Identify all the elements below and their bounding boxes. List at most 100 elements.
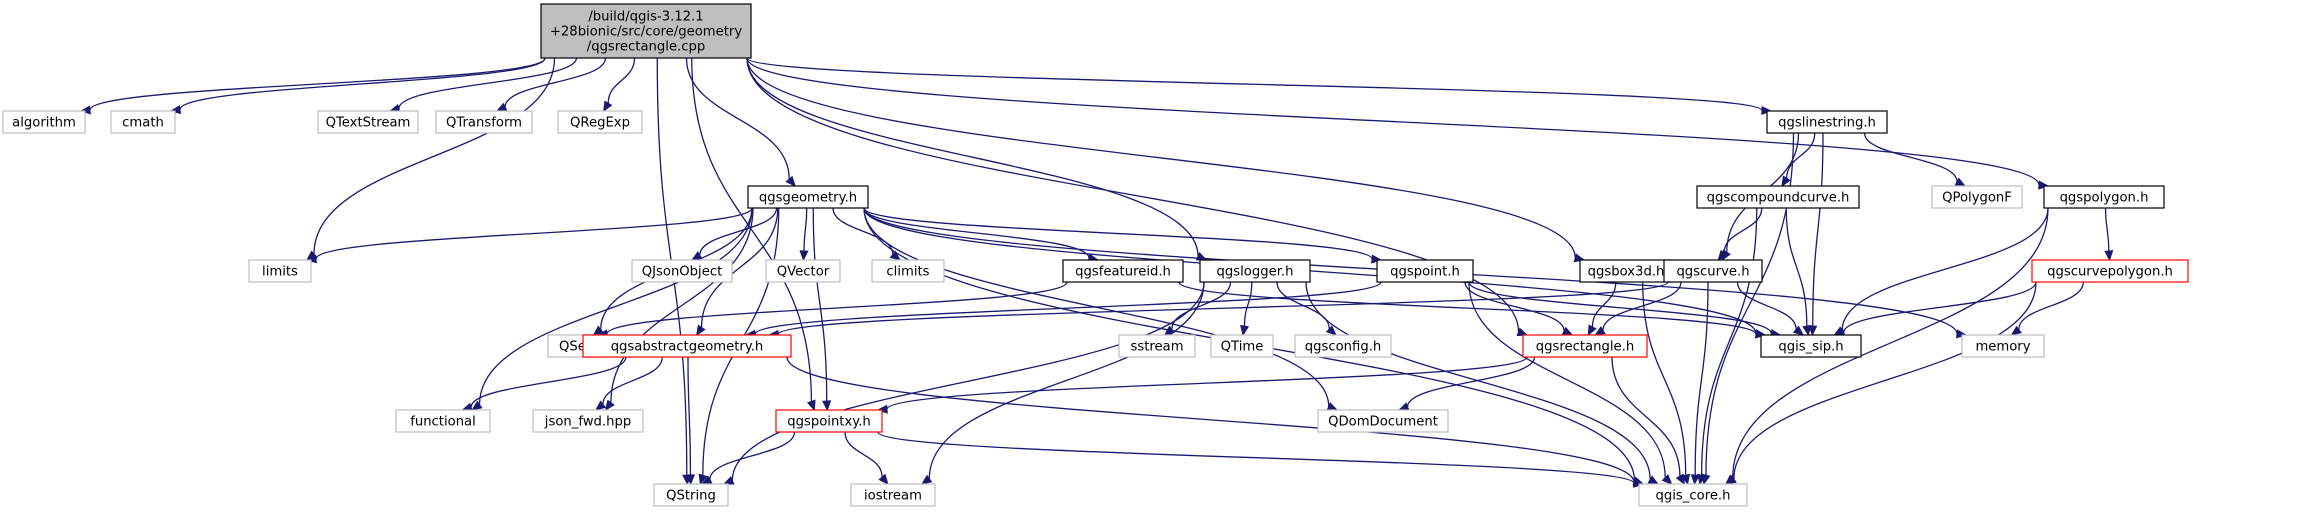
edge-line	[1700, 207, 1758, 476]
edge-qgspoint-to-qgsabstractgeometry	[744, 281, 1382, 339]
node-qgsrectangle[interactable]: qgsrectangle.h	[1522, 334, 1648, 358]
edge-arrowhead	[592, 325, 604, 336]
node-qgsfeatureid[interactable]: qgsfeatureid.h	[1062, 259, 1184, 283]
node-limits: limits	[248, 259, 312, 283]
edge-qgscurve-to-qgsabstractgeometry	[767, 281, 1669, 339]
node-qgscompoundcurve[interactable]: qgscompoundcurve.h	[1696, 185, 1860, 209]
node-box	[1961, 334, 2045, 358]
edge-qgslinestring-to-qgscompoundcurve	[1781, 132, 1816, 188]
nodes-layer: /build/qgis-3.12.1+28bionic/src/core/geo…	[2, 3, 2189, 507]
edge-qgscurve-to-qgsrectangle	[1594, 281, 1682, 336]
node-qgslinestring[interactable]: qgslinestring.h	[1766, 110, 1888, 134]
node-box	[532, 409, 644, 433]
edge-qgspoint-to-qgis_core	[1468, 281, 1673, 485]
edge-qgsgeometry-to-qgsabstractgeometry	[695, 207, 779, 337]
node-label: limits	[262, 265, 298, 280]
node-qgspoint[interactable]: qgspoint.h	[1376, 259, 1474, 283]
edge-line	[607, 57, 636, 104]
node-label: qgis_sip.h	[1778, 340, 1843, 355]
edge-arrowhead	[1808, 325, 1818, 337]
edge-arrowhead	[698, 473, 708, 486]
edge-qgspoint-to-qgis_sip	[1468, 281, 1782, 338]
node-qgsbox3d[interactable]: qgsbox3d.h	[1579, 259, 1673, 283]
node-label: qgspointxy.h	[787, 415, 871, 430]
edge-qgscurvepolygon-to-memory	[2010, 281, 2084, 336]
edge-qgsgeometry-to-climits	[832, 207, 902, 261]
edge-qgsabstractgeometry-to-qgis_core	[786, 356, 1645, 488]
node-label: qgsgeometry.h	[759, 191, 857, 206]
node-qgspolygon[interactable]: qgspolygon.h	[2043, 185, 2165, 209]
edge-qgslogger-to-qgis_core	[1305, 281, 1660, 485]
node-box	[1317, 409, 1449, 433]
edge-qgsgeometry-to-qgspointxy	[812, 207, 832, 412]
node-label: algorithm	[12, 116, 76, 131]
node-functional: functional	[395, 409, 491, 433]
edge-line	[398, 57, 578, 109]
node-qgscurvepolygon[interactable]: qgscurvepolygon.h	[2031, 259, 2189, 283]
edge-qgsgeometry-to-QVector	[799, 207, 809, 262]
edge-root-to-qgsgeometry	[685, 57, 796, 187]
edge-qgscompoundcurve-to-qgscurve	[1717, 207, 1763, 261]
node-label: QPolygonF	[1942, 191, 2012, 206]
node-qgslogger[interactable]: qgslogger.h	[1199, 259, 1311, 283]
node-qgsabstractgeometry[interactable]: qgsabstractgeometry.h	[582, 334, 792, 358]
edge-qgspointxy-to-QString	[700, 431, 796, 485]
edge-root-to-qgslogger	[746, 57, 1208, 261]
edge-qgsabstractgeometry-to-json_fwd	[594, 356, 663, 411]
edge-qgsgeometry-to-qgsfeatureid	[863, 207, 1100, 263]
node-label: cmath	[122, 116, 164, 131]
edge-qgsgeometry-to-functional	[471, 207, 753, 411]
node-label: +28bionic/src/core/geometry	[550, 25, 742, 40]
edges-layer	[79, 57, 2114, 488]
edge-line	[1406, 356, 1536, 407]
node-box	[1663, 259, 1763, 283]
edge-root-to-qgspointxy	[691, 57, 816, 412]
node-box	[1931, 185, 2023, 209]
edge-arrowhead	[305, 254, 317, 264]
node-box	[1766, 110, 1888, 134]
edge-qgsbox3d-to-qgsrectangle	[1587, 281, 1617, 337]
node-json_fwd: json_fwd.hpp	[532, 409, 644, 433]
edge-arrowhead	[1371, 254, 1383, 264]
edge-arrowhead	[1755, 329, 1767, 339]
edge-line	[1243, 281, 1253, 327]
node-qgscurve[interactable]: qgscurve.h	[1663, 259, 1763, 283]
edge-line	[746, 57, 2040, 186]
edge-line	[1602, 281, 1682, 331]
node-label: /qgsrectangle.cpp	[587, 40, 706, 55]
edge-arrowhead	[1792, 325, 1805, 336]
node-qgspointxy[interactable]: qgspointxy.h	[775, 409, 883, 433]
node-qgis_sip[interactable]: qgis_sip.h	[1760, 334, 1862, 358]
node-QVector: QVector	[765, 259, 841, 283]
node-box	[2, 110, 86, 134]
node-box	[2031, 259, 2189, 283]
node-label: /build/qgis-3.12.1	[588, 10, 703, 25]
edge-arrowhead	[785, 175, 796, 187]
edge-line	[777, 281, 1669, 336]
node-qgsconfig: qgsconfig.h	[1294, 334, 1392, 358]
node-root[interactable]: /build/qgis-3.12.1+28bionic/src/core/geo…	[540, 3, 752, 59]
edge-qgslinestring-to-qgis_sip	[1808, 132, 1824, 337]
edge-qgspointxy-to-qgis_core	[877, 431, 1645, 488]
node-QString: QString	[653, 483, 729, 507]
edge-qgsgeometry-to-QJsonObject	[690, 207, 778, 261]
node-label: QTextStream	[326, 116, 411, 131]
edge-arrowhead	[722, 476, 735, 485]
edge-root-to-QTextStream	[389, 57, 578, 113]
edge-line	[746, 57, 1763, 112]
node-box	[765, 259, 841, 283]
edge-line	[746, 57, 1576, 258]
edge-arrowhead	[1725, 474, 1737, 485]
node-box	[110, 110, 176, 134]
node-label: qgscurve.h	[1676, 265, 1749, 280]
edge-root-to-algorithm	[79, 57, 546, 115]
edge-arrowhead	[690, 251, 703, 261]
edge-arrowhead	[806, 399, 816, 412]
edge-line	[886, 356, 1528, 410]
node-qgsgeometry[interactable]: qgsgeometry.h	[747, 185, 869, 209]
edge-line	[700, 207, 779, 328]
edge-line	[709, 431, 796, 480]
edge-line	[1178, 281, 1757, 335]
node-QTransform: QTransform	[435, 110, 533, 134]
edge-arrowhead	[1717, 249, 1728, 261]
